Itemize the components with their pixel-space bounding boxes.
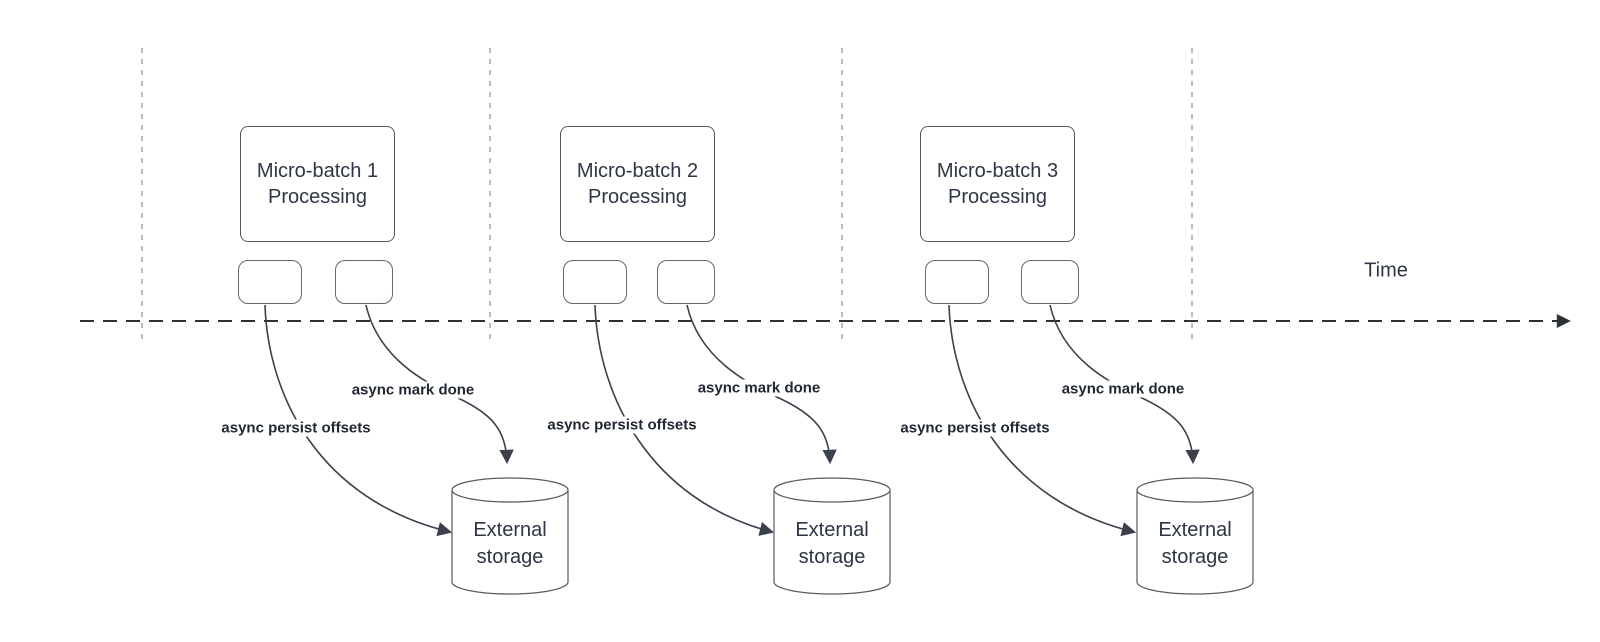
microbatch-1-task-left: [238, 260, 302, 304]
storage-cylinder-body-2: [773, 490, 891, 595]
persist-offsets-label-1: async persist offsets: [219, 419, 373, 437]
persist-offsets-label-2: async persist offsets: [545, 416, 699, 434]
microbatch-1-label-line2: Processing: [268, 186, 367, 208]
time-axis-label: Time: [1364, 259, 1408, 282]
microbatch-3-label-line2: Processing: [948, 186, 1047, 208]
microbatch-3-processing-box: Micro-batch 3 Processing: [920, 126, 1075, 242]
mark-done-arrow-3: [1049, 304, 1200, 465]
microbatch-3-task-left: [925, 260, 989, 304]
external-storage-label-3-line1: External: [1158, 519, 1232, 541]
storage-cylinder-top-1: [451, 477, 569, 503]
persist-offsets-arrow-1: [264, 304, 453, 537]
microbatch-1-processing-box: Micro-batch 1 Processing: [240, 126, 395, 242]
external-storage-label-1-line1: External: [473, 519, 547, 541]
external-storage-label-3-line2: storage: [1161, 546, 1229, 568]
mark-done-label-3: async mark done: [1059, 380, 1187, 398]
external-storage-label-2: External storage: [795, 517, 868, 571]
mark-done-label-1: async mark done: [349, 381, 477, 399]
microbatch-2-task-left: [563, 260, 627, 304]
persist-offsets-label-3: async persist offsets: [898, 419, 1052, 437]
microbatch-2-processing-box: Micro-batch 2 Processing: [560, 126, 715, 242]
microbatch-1-task-right: [335, 260, 393, 304]
external-storage-label-1-line2: storage: [476, 546, 544, 568]
external-storage-label-3: External storage: [1158, 517, 1231, 571]
mark-done-arrow-2: [686, 304, 837, 465]
persist-offsets-arrow-3: [948, 304, 1137, 537]
external-storage-label-2-line2: storage: [798, 546, 866, 568]
storage-cylinder-top-3: [1136, 477, 1254, 503]
external-storage-label-2-line1: External: [795, 519, 869, 541]
storage-cylinder-top-2: [773, 477, 891, 503]
persist-offsets-arrow-2: [594, 304, 775, 536]
storage-cylinder-body-3: [1136, 490, 1254, 595]
microbatch-3-label-line1: Micro-batch 3: [936, 160, 1059, 182]
microbatch-3-task-right: [1021, 260, 1079, 304]
microbatch-2-task-right: [657, 260, 715, 304]
microbatch-1-label-line1: Micro-batch 1: [256, 160, 379, 182]
storage-cylinder-body-1: [451, 490, 569, 595]
external-storage-label-1: External storage: [473, 517, 546, 571]
microbatch-2-label-line1: Micro-batch 2: [576, 160, 699, 182]
mark-done-label-2: async mark done: [695, 379, 823, 397]
microbatch-2-label-line2: Processing: [588, 186, 687, 208]
